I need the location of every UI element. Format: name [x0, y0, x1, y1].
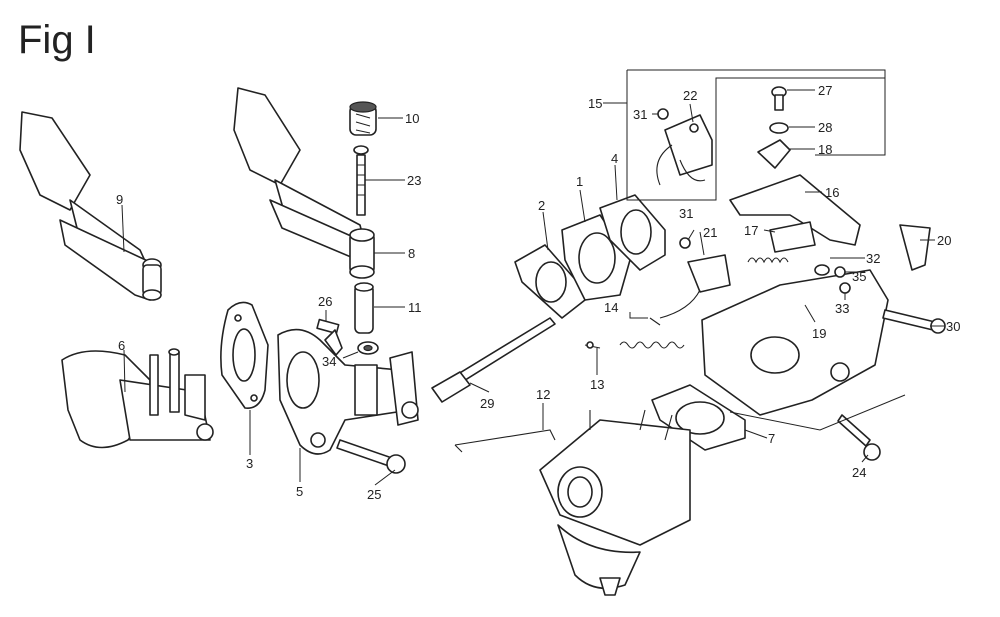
callout-11: 11 [408, 300, 422, 315]
callout-16: 16 [825, 185, 839, 200]
callout-27: 27 [818, 83, 832, 98]
part-18-lever [757, 139, 791, 169]
part-13-spring [584, 341, 685, 349]
callout-24: 24 [852, 465, 866, 480]
part-32-screw [839, 282, 851, 294]
callout-32: 33 [835, 301, 849, 316]
callout-33: 32 [866, 251, 880, 266]
part-19-mount-bracket [701, 269, 889, 416]
part-16-choke-bracket [729, 174, 861, 246]
part-7-gasket [651, 384, 746, 451]
part-2-gasket [514, 244, 586, 319]
callout-35: 35 [852, 269, 866, 284]
callout-15: 15 [588, 96, 602, 111]
callout-5: 5 [296, 484, 303, 499]
part-10-cap [349, 101, 377, 136]
part-30-bolt [882, 309, 946, 334]
callout-26: 26 [318, 294, 332, 309]
part-35-nut [834, 266, 846, 278]
part-22-solenoid [656, 114, 713, 186]
part-34-washer [357, 341, 379, 355]
callout-6: 6 [118, 338, 125, 353]
callout-29: 29 [480, 396, 494, 411]
callout-8: 8 [408, 246, 415, 261]
part-4-gasket [599, 194, 666, 271]
part-20-clip [899, 224, 931, 271]
part-6-intake-elbow [61, 348, 214, 449]
callout-1: 1 [576, 174, 583, 189]
part-9-lever [19, 111, 162, 301]
callout-31-lower: 31 [679, 206, 693, 221]
callout-20: 20 [937, 233, 951, 248]
part-17-spring-plate [747, 221, 816, 264]
part-8-lever [233, 87, 375, 279]
part-27-screw [771, 86, 787, 111]
callout-23: 23 [407, 173, 421, 188]
part-28-washer [769, 122, 789, 134]
part-24-bolt [837, 414, 881, 461]
callout-9: 9 [116, 192, 123, 207]
callout-25: 25 [367, 487, 381, 502]
part-29-shaft [431, 317, 556, 403]
part-5-intake-manifold [277, 328, 419, 455]
callout-4: 4 [611, 151, 618, 166]
callout-7: 7 [768, 431, 775, 446]
callout-22: 22 [683, 88, 697, 103]
callout-34: 34 [322, 354, 336, 369]
callout-2: 2 [538, 198, 545, 213]
part-26-bolt [316, 318, 343, 356]
part-31-screw-b [679, 237, 691, 249]
callout-14: 14 [604, 300, 618, 315]
leader-lines [121, 89, 945, 486]
figure-title: Fig I [18, 18, 96, 62]
callout-13: 13 [590, 377, 604, 392]
part-21-solenoid-bracket [649, 254, 731, 326]
callout-19: 19 [812, 326, 826, 341]
part-15-kit-outline [626, 69, 886, 201]
carburetor-body [539, 409, 691, 596]
callout-18: 18 [818, 142, 832, 157]
callout-30: 30 [946, 319, 960, 334]
part-12-linkage-rod [454, 429, 556, 453]
callout-28: 28 [818, 120, 832, 135]
part-25-bolt [336, 439, 406, 474]
part-33-washer [814, 264, 830, 276]
callout-21: 21 [703, 225, 717, 240]
callout-3: 3 [246, 456, 253, 471]
callout-31-upper: 31 [633, 107, 647, 122]
callout-10: 10 [405, 111, 419, 126]
callout-17: 17 [744, 223, 758, 238]
part-23-rod [353, 145, 369, 216]
part-31-screw-a [657, 108, 669, 120]
part-3-gasket [220, 301, 269, 409]
callout-labels: 9 6 3 5 10 23 8 11 26 34 25 29 12 13 14 … [116, 83, 960, 502]
part-11-sleeve [354, 282, 374, 334]
callout-12: 12 [536, 387, 550, 402]
